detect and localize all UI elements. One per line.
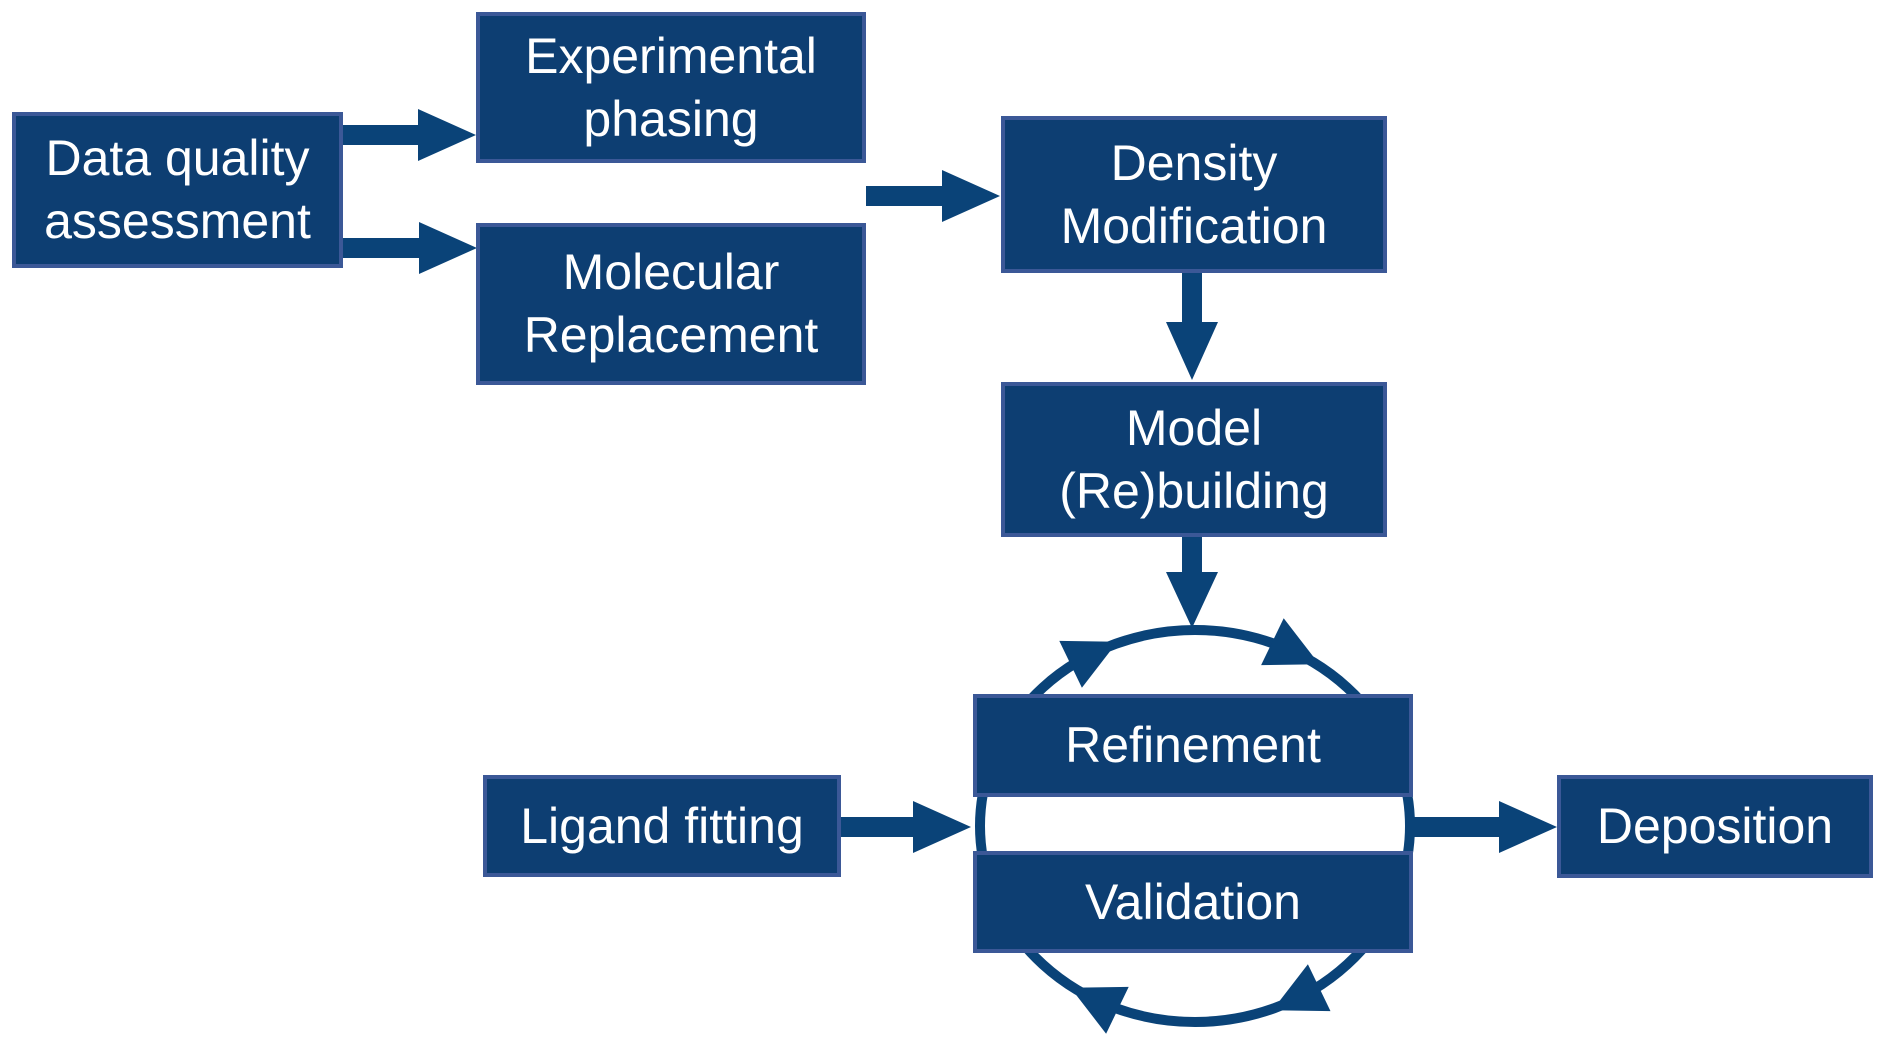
arrow-ligand-to-cycle (841, 801, 971, 853)
cycle-arrowhead-sw-icon (1070, 986, 1129, 1034)
box-label-line: Molecular (562, 244, 780, 300)
validation-box: Validation (973, 851, 1413, 953)
box-label-line: Deposition (1596, 798, 1834, 854)
deposition-box: Deposition (1557, 775, 1873, 878)
ligand-fitting-box: Ligand fitting (483, 775, 841, 877)
box-label-line: Experimental (525, 27, 817, 84)
box-label-line: Ligand fitting (520, 797, 804, 854)
box-label-line: (Re)building (1059, 462, 1329, 519)
box-label-line: Refinement (1065, 717, 1321, 773)
experimental-phasing-box: Experimental phasing (476, 12, 866, 163)
model-rebuilding-box: Model (Re)building (1001, 382, 1387, 537)
arrow-dataquality-to-experimental (343, 109, 476, 161)
box-label-line: phasing (583, 90, 759, 147)
cycle-arrowhead-ne-icon (1261, 618, 1320, 666)
arrow-cycle-to-deposition (1413, 801, 1557, 853)
box-label-line: assessment (44, 193, 311, 249)
box-label-line: Model (1125, 399, 1263, 456)
density-modification-box: Density Modification (1001, 116, 1387, 273)
arrow-density-to-model (1166, 272, 1218, 380)
box-label-line: Validation (1085, 873, 1301, 930)
cycle-ring (975, 625, 1415, 1027)
arrow-dataquality-to-molecular (343, 222, 477, 274)
box-label-line: Replacement (523, 307, 819, 363)
arrow-phasing-to-density (866, 170, 1000, 222)
box-label-line: Density (1110, 134, 1278, 191)
refinement-box: Refinement (973, 694, 1413, 797)
box-label-line: Data quality (45, 130, 310, 186)
cycle-arrowhead-se-icon (1272, 964, 1331, 1012)
data-quality-assessment-box: Data quality assessment (12, 112, 343, 268)
box-label-line: Modification (1060, 197, 1328, 254)
arrow-model-to-cycle (1166, 536, 1218, 628)
cycle-arrowhead-nw-icon (1059, 640, 1118, 688)
molecular-replacement-box: Molecular Replacement (476, 223, 866, 385)
